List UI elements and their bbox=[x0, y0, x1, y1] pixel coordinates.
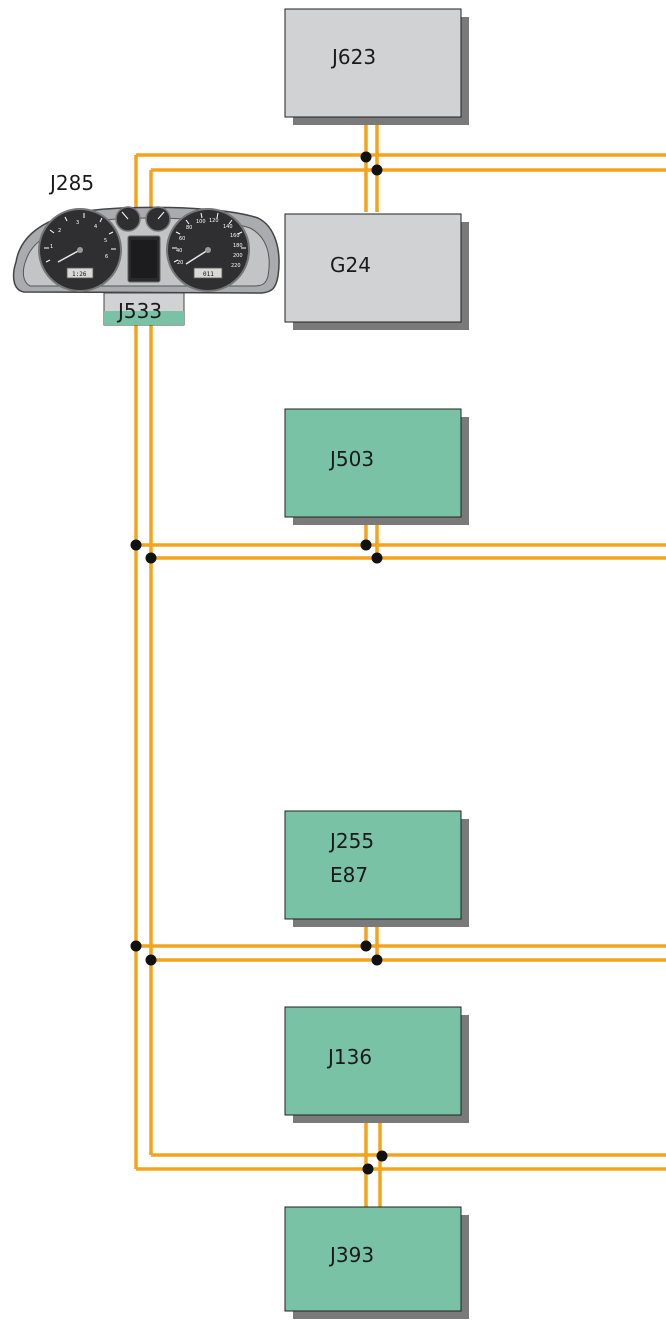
module-box bbox=[284, 810, 462, 920]
node-j136-a bbox=[362, 1163, 374, 1175]
module-box bbox=[284, 1206, 462, 1312]
node-j255-trunk-a bbox=[130, 940, 142, 952]
module-box bbox=[284, 8, 462, 118]
module-j623: J623 bbox=[284, 8, 469, 125]
tachometer-lcd bbox=[66, 267, 94, 279]
module-j393: J393 bbox=[284, 1206, 469, 1319]
tachometer-needle bbox=[57, 249, 81, 263]
tacho-num-1: 1 bbox=[50, 244, 53, 250]
speedometer-hub bbox=[205, 247, 211, 253]
tacho-num-2: 2 bbox=[58, 228, 61, 234]
junction-nodes bbox=[130, 151, 388, 1175]
speedo-num-140: 140 bbox=[223, 224, 233, 230]
module-label-e87: E87 bbox=[330, 863, 368, 887]
speedo-num-20: 20 bbox=[177, 260, 183, 266]
speedo-num-80: 80 bbox=[186, 225, 192, 231]
node-j255-trunk-b bbox=[145, 954, 157, 966]
speedo-num-100: 100 bbox=[196, 219, 206, 225]
fuel-gauge bbox=[115, 206, 141, 232]
tachometer-ticks bbox=[44, 213, 116, 263]
node-j503-trunk-b bbox=[145, 552, 157, 564]
node-j255-b bbox=[371, 954, 383, 966]
tachometer-lcd-text: 1:26 bbox=[72, 271, 87, 278]
speedo-num-200: 200 bbox=[233, 253, 243, 259]
node-j136-b bbox=[376, 1150, 388, 1162]
module-label-j136: J136 bbox=[326, 1045, 372, 1069]
speedo-num-180: 180 bbox=[233, 243, 243, 249]
speedometer-needle bbox=[185, 249, 209, 265]
gateway-label-j533: J533 bbox=[116, 299, 162, 323]
center-display-screen bbox=[131, 240, 157, 278]
node-j503-a bbox=[360, 539, 372, 551]
speedo-num-60: 60 bbox=[179, 236, 185, 242]
speedo-num-220: 220 bbox=[231, 263, 241, 269]
temperature-gauge-needle bbox=[157, 211, 165, 220]
module-g24: G24 bbox=[284, 213, 469, 330]
module-label-j623: J623 bbox=[330, 45, 376, 69]
speedometer-lcd bbox=[193, 267, 223, 279]
tacho-num-3: 3 bbox=[76, 220, 79, 226]
module-label-j503: J503 bbox=[328, 447, 374, 471]
fuel-gauge-needle bbox=[121, 211, 129, 220]
speedo-num-160: 160 bbox=[230, 233, 240, 239]
node-top-j623-b bbox=[371, 164, 383, 176]
node-top-j623-a bbox=[360, 151, 372, 163]
tacho-num-4: 4 bbox=[94, 224, 97, 230]
module-j136: J136 bbox=[284, 1006, 469, 1123]
cluster-label-j285: J285 bbox=[48, 171, 94, 195]
module-label-j393: J393 bbox=[328, 1243, 374, 1267]
gateway-tab-strip bbox=[104, 311, 184, 325]
module-label-g24: G24 bbox=[330, 253, 371, 277]
speedometer-lcd-text: 011 bbox=[203, 271, 214, 278]
tacho-num-5: 5 bbox=[104, 238, 107, 244]
speedo-num-120: 120 bbox=[209, 218, 219, 224]
node-j503-trunk-a bbox=[130, 539, 142, 551]
module-box bbox=[284, 213, 462, 323]
speedometer-ticks bbox=[172, 212, 246, 263]
module-j503: J503 bbox=[284, 408, 469, 525]
node-j503-b bbox=[371, 552, 383, 564]
module-box bbox=[284, 408, 462, 518]
speedo-num-40: 40 bbox=[176, 248, 182, 254]
module-j255: J255 E87 bbox=[284, 810, 469, 927]
tachometer-hub bbox=[77, 247, 83, 253]
node-j255-a bbox=[360, 940, 372, 952]
tacho-num-6: 6 bbox=[105, 254, 108, 260]
module-label-j255: J255 bbox=[328, 829, 374, 853]
instrument-cluster: 1 2 3 4 5 6 1:26 20 40 60 80 100 120 140… bbox=[12, 206, 280, 326]
module-box bbox=[284, 1006, 462, 1116]
